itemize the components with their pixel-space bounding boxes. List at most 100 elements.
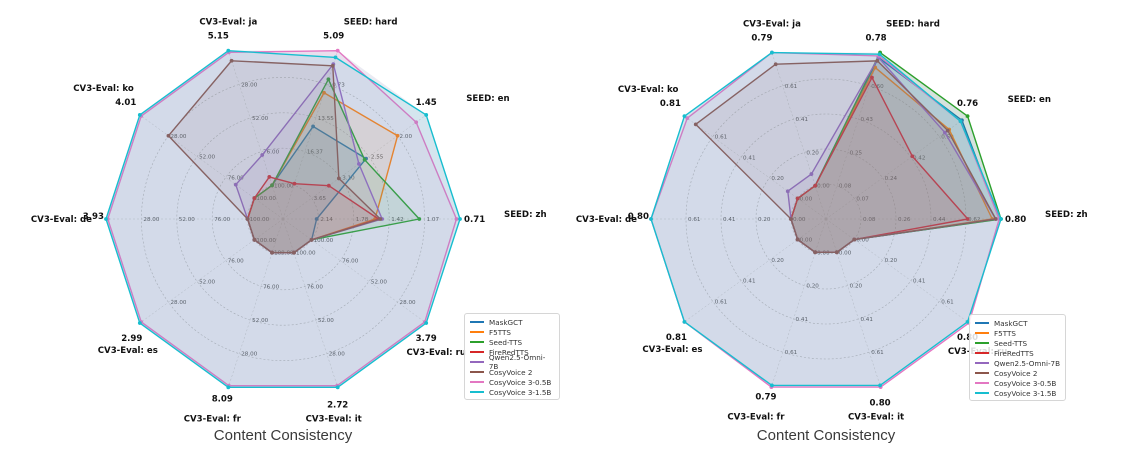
axis-spoke xyxy=(825,218,968,323)
tick-label: 0.61 xyxy=(941,299,954,305)
data-point xyxy=(789,217,793,221)
tick-label: 0.41 xyxy=(743,155,756,161)
legend-label: CosyVoice 2 xyxy=(994,368,1038,378)
axis-label-cv3-eval-ko: CV3-Eval: ko xyxy=(73,84,134,94)
axis-spoke xyxy=(684,115,827,220)
axis-label-cv3-eval-fr: CV3-Eval: fr xyxy=(727,412,785,422)
data-point xyxy=(166,133,171,138)
axis-spoke xyxy=(282,218,427,324)
tick-label: 100.00 xyxy=(256,238,276,244)
data-point xyxy=(395,133,400,138)
legend-swatch-icon xyxy=(470,331,484,333)
axis-max-value: 0.81 xyxy=(666,333,687,343)
legend-swatch-icon xyxy=(470,321,484,323)
data-point xyxy=(233,182,238,187)
data-point xyxy=(873,65,878,70)
tick-label: 0.62 xyxy=(968,217,980,223)
axis-spoke xyxy=(282,114,427,220)
tick-label: 0.25 xyxy=(850,150,863,156)
tick-label: 0.20 xyxy=(771,176,784,182)
data-point xyxy=(809,172,814,176)
legend-swatch-icon xyxy=(975,352,989,354)
axis-max-value: 0.81 xyxy=(660,99,681,109)
data-point xyxy=(378,217,383,221)
data-point xyxy=(260,153,265,157)
axis-label-cv3-eval-it: CV3-Eval: it xyxy=(848,412,904,422)
tick-label: 0.00 xyxy=(839,250,852,256)
legend-item-cosyvoice-3-0-5b: CosyVoice 3-0.5B xyxy=(975,378,1060,388)
legend-swatch-icon xyxy=(470,361,484,363)
axis-label-seed-hard: SEED: hard xyxy=(886,20,940,30)
legend-label: CosyVoice 3-0.5B xyxy=(489,377,552,387)
tick-label: 100.00 xyxy=(274,251,294,257)
data-point xyxy=(965,114,970,119)
axis-label-cv3-eval-ja: CV3-Eval: ja xyxy=(743,20,801,30)
data-point xyxy=(333,55,338,60)
data-point xyxy=(252,196,257,201)
grid-ring xyxy=(176,112,390,326)
axis-spoke xyxy=(139,114,284,220)
legend-label: CosyVoice 3-1.5B xyxy=(994,388,1057,398)
data-point xyxy=(813,183,818,188)
axis-label-seed-en: SEED: en xyxy=(466,94,509,104)
tick-label: 0.41 xyxy=(860,317,873,323)
axis-spoke xyxy=(282,218,338,388)
tick-label: 28.00 xyxy=(329,352,345,358)
tick-label: 10.73 xyxy=(329,82,345,88)
axis-max-value: 3.93 xyxy=(83,212,104,222)
data-point xyxy=(226,385,231,390)
legend-swatch-icon xyxy=(975,382,989,384)
data-point xyxy=(137,113,142,117)
data-point xyxy=(773,62,778,67)
tick-label: 0.20 xyxy=(885,258,898,264)
tick-label: 0.41 xyxy=(913,279,926,285)
tick-label: 16.37 xyxy=(307,150,323,156)
tick-label: 0.60 xyxy=(871,84,884,90)
tick-label: 1.07 xyxy=(427,217,440,223)
axis-spoke xyxy=(228,218,284,388)
tick-label: 76.00 xyxy=(263,150,279,156)
axis-max-value: 0.79 xyxy=(755,392,776,402)
data-point xyxy=(417,217,422,221)
axis-max-value: 0.80 xyxy=(1005,215,1026,225)
legend-swatch-icon xyxy=(470,381,484,383)
data-point xyxy=(454,217,459,221)
legend-item-cosyvoice-3-1-5b: CosyVoice 3-1.5B xyxy=(975,388,1060,398)
axis-label-cv3-eval-de: CV3-Eval: de xyxy=(576,215,637,225)
tick-label: 0.00 xyxy=(800,196,813,202)
legend-swatch-icon xyxy=(975,362,989,364)
tick-label: 3.65 xyxy=(314,196,327,202)
axis-spoke xyxy=(684,218,827,323)
tick-label: 76.00 xyxy=(214,217,230,223)
axis-label-cv3-eval-de: CV3-Eval: de xyxy=(31,215,92,225)
data-point xyxy=(314,217,319,221)
axis-spoke xyxy=(825,218,881,386)
axis-max-value: 0.80 xyxy=(957,333,978,343)
tick-label: 0.00 xyxy=(793,217,806,223)
data-point xyxy=(226,48,231,53)
data-point xyxy=(685,116,690,121)
legend-label: F5TTS xyxy=(994,328,1016,338)
data-point xyxy=(870,75,874,80)
axis-label-cv3-eval-fr: CV3-Eval: fr xyxy=(184,414,242,424)
axis-max-value: 0.80 xyxy=(628,212,649,222)
data-point xyxy=(424,113,429,117)
tick-label: 52.00 xyxy=(252,318,268,324)
legend-swatch-icon xyxy=(470,391,484,393)
tick-label: 0.26 xyxy=(898,217,911,223)
tick-label: 2.55 xyxy=(371,155,384,161)
tick-label: 0.61 xyxy=(715,299,728,305)
tick-label: 0.00 xyxy=(856,238,869,244)
tick-label: 100.00 xyxy=(256,196,276,202)
axis-label-seed-zh: SEED: zh xyxy=(504,210,547,220)
data-point xyxy=(292,250,296,255)
legend-label: Qwen2.5-Omni-7B xyxy=(488,353,546,371)
axis-max-value: 4.01 xyxy=(115,98,136,108)
tick-label: 1.42 xyxy=(391,217,403,223)
chart-caption-left: Content Consistency xyxy=(213,427,353,444)
data-point xyxy=(326,77,331,82)
tick-label: 0.00 xyxy=(817,184,830,190)
